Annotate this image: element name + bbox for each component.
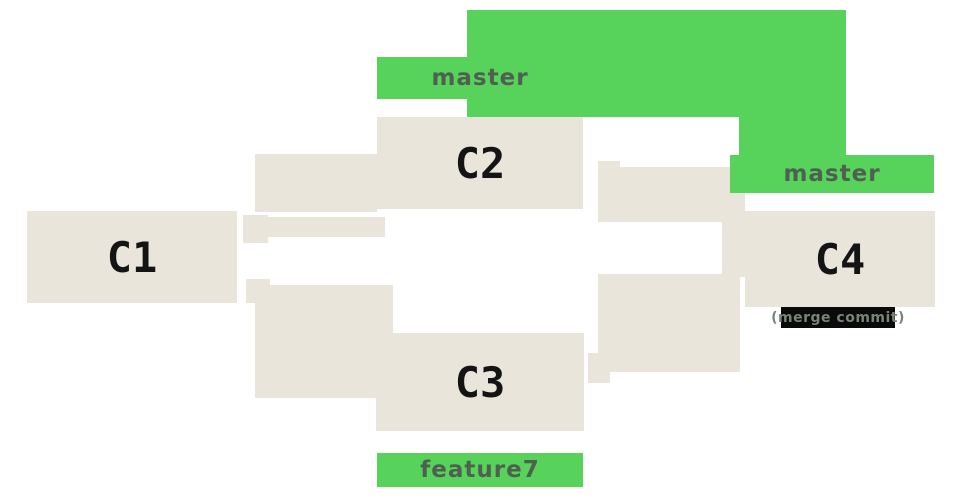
commit-box-c2: C2 xyxy=(377,117,583,209)
master-highlight-strip xyxy=(739,117,846,155)
commit-label-c2: C2 xyxy=(454,138,506,188)
branch-label-master-right: master xyxy=(730,155,934,193)
branch-label-master-top-text: master xyxy=(431,65,529,91)
edge-c1-c2 xyxy=(243,215,268,243)
edge-c1-c3 xyxy=(255,285,393,398)
commit-box-c1: C1 xyxy=(27,211,237,303)
branch-label-feature7-text: feature7 xyxy=(420,457,540,483)
commit-box-c3: C3 xyxy=(376,333,584,431)
branch-label-master-top: master xyxy=(377,57,583,99)
commit-box-c4: C4 xyxy=(745,211,935,307)
branch-label-feature7: feature7 xyxy=(377,453,583,487)
edge-c1-c2 xyxy=(268,217,385,237)
edge-c2-c4 xyxy=(722,167,745,277)
commit-label-c4: C4 xyxy=(814,234,866,284)
edge-c3-c4 xyxy=(598,274,740,372)
merge-commit-note: (merge commit) xyxy=(771,307,904,328)
branch-label-master-right-text: master xyxy=(783,161,881,187)
commit-label-c3: C3 xyxy=(454,357,506,407)
edge-c1-c2 xyxy=(255,154,377,212)
edge-c2-c4 xyxy=(598,167,727,222)
commit-label-c1: C1 xyxy=(106,232,158,282)
merge-commit-note-text: (merge commit) xyxy=(771,309,905,326)
